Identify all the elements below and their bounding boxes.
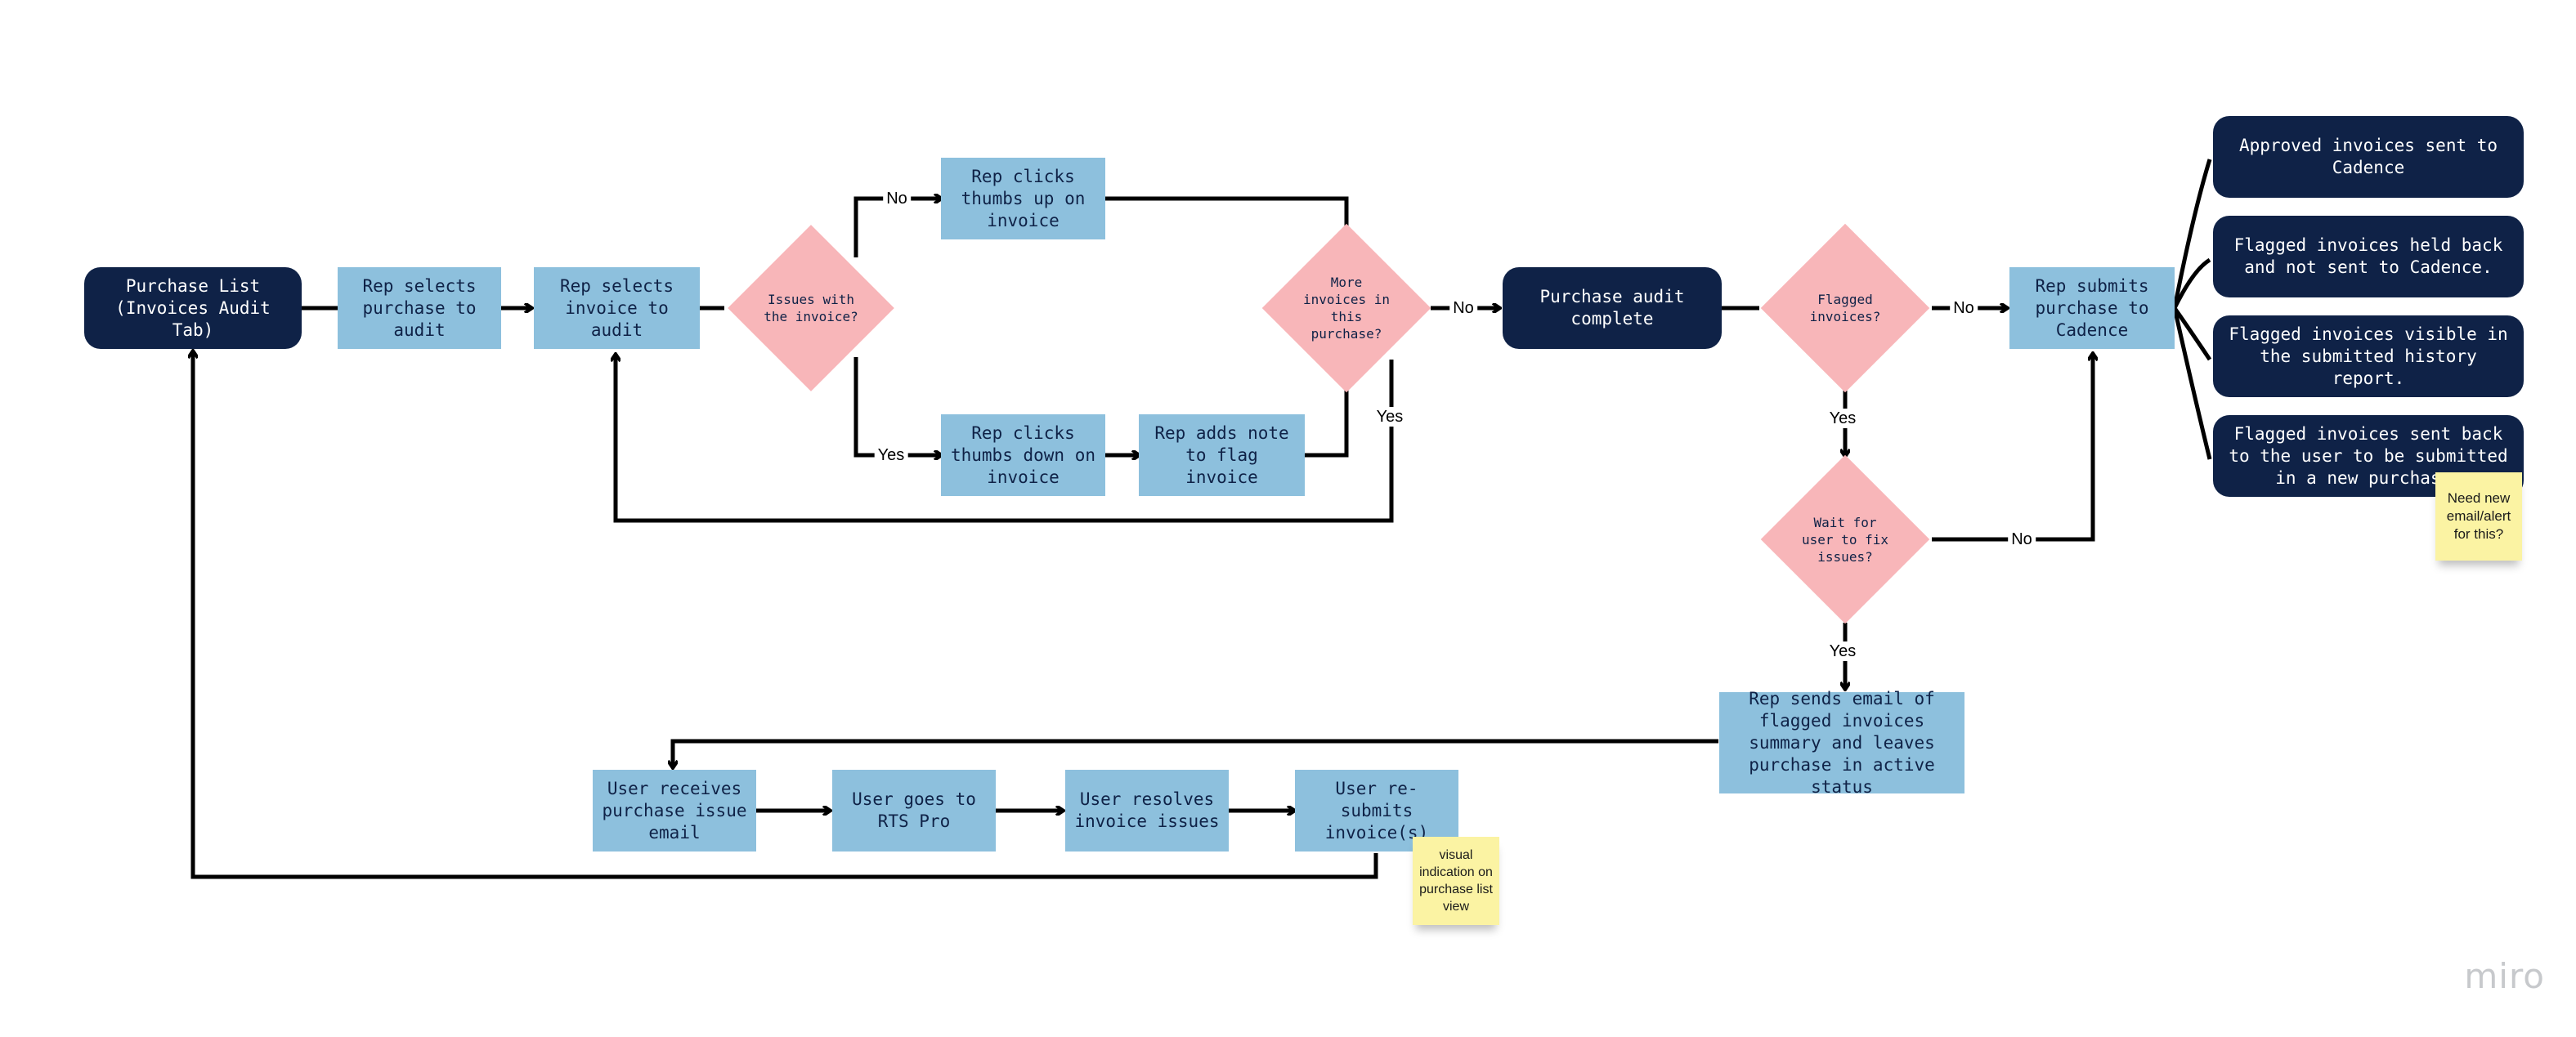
node-submit-purchase-text: Rep submits purchase to Cadence <box>2035 275 2149 340</box>
edge-send-email-to-user-receives <box>673 739 1718 767</box>
node-flagged-visible-text: Flagged invoices visible in the submitte… <box>2229 324 2508 388</box>
node-select-purchase[interactable]: Rep selects purchase to audit <box>338 267 501 349</box>
node-user-resolves[interactable]: User resolves invoice issues <box>1065 770 1229 852</box>
node-user-resolves-text: User resolves invoice issues <box>1074 789 1220 831</box>
edge-label-issues-yes: Yes <box>874 445 908 465</box>
node-user-receives[interactable]: User receives purchase issue email <box>593 770 756 852</box>
node-purchase-list-text: Purchase List (Invoices Audit Tab) <box>115 275 271 340</box>
sticky-note-visual-indication[interactable]: visual indication on purchase list view <box>1413 837 1499 925</box>
node-user-receives-text: User receives purchase issue email <box>602 778 747 843</box>
node-flagged-visible[interactable]: Flagged invoices visible in the submitte… <box>2213 315 2524 397</box>
edge-issues-no-to-thumbs-up <box>853 199 941 257</box>
node-submit-purchase[interactable]: Rep submits purchase to Cadence <box>2009 267 2175 349</box>
edge-submit-to-flagged-held <box>2172 257 2211 310</box>
edge-label-flagged-yes: Yes <box>1826 409 1860 428</box>
edge-label-more-no: No <box>1449 298 1477 318</box>
edge-submit-to-flagged-visible <box>2172 306 2212 361</box>
sticky-note-new-email[interactable]: Need new email/alert for this? <box>2435 472 2522 561</box>
edge-label-wait-yes: Yes <box>1826 641 1860 661</box>
edge-resubmits-back-to-purchase-list <box>193 351 1378 879</box>
edge-label-issues-no: No <box>883 189 911 208</box>
node-select-invoice[interactable]: Rep selects invoice to audit <box>534 267 700 349</box>
decision-more-invoices-text: More invoices in this purchase? <box>1303 275 1390 342</box>
edge-submit-to-approved <box>2172 159 2212 309</box>
sticky-note-new-email-text: Need new email/alert for this? <box>2446 490 2511 542</box>
node-flagged-back[interactable]: Flagged invoices sent back to the user t… <box>2213 415 2524 497</box>
node-add-note[interactable]: Rep adds note to flag invoice <box>1139 414 1305 496</box>
node-approved-sent-text: Approved invoices sent to Cadence <box>2238 136 2498 177</box>
node-thumbs-up[interactable]: Rep clicks thumbs up on invoice <box>941 158 1105 239</box>
node-thumbs-up-text: Rep clicks thumbs up on invoice <box>961 166 1086 230</box>
sticky-note-visual-indication-text: visual indication on purchase list view <box>1419 848 1493 914</box>
node-flagged-held[interactable]: Flagged invoices held back and not sent … <box>2213 216 2524 297</box>
edge-add-note-to-more-invoices <box>1305 387 1349 458</box>
node-audit-complete[interactable]: Purchase audit complete <box>1503 267 1722 349</box>
node-thumbs-down[interactable]: Rep clicks thumbs down on invoice <box>941 414 1105 496</box>
decision-more-invoices[interactable]: More invoices in this purchase? <box>1259 223 1434 393</box>
node-approved-sent[interactable]: Approved invoices sent to Cadence <box>2213 116 2524 198</box>
node-select-invoice-text: Rep selects invoice to audit <box>559 275 674 340</box>
edge-more-yes-back-to-select-invoice <box>616 355 1394 523</box>
decision-wait-text: Wait for user to fix issues? <box>1802 514 1888 565</box>
edge-label-flagged-no: No <box>1950 298 1978 318</box>
node-send-email[interactable]: Rep sends email of flagged invoices summ… <box>1719 689 1964 797</box>
decision-issues[interactable]: Issues with the invoice? <box>724 225 898 391</box>
node-user-goes[interactable]: User goes to RTS Pro <box>832 770 996 852</box>
decision-flagged-text: Flagged invoices? <box>1809 292 1881 324</box>
decision-wait[interactable]: Wait for user to fix issues? <box>1758 454 1933 624</box>
node-user-goes-text: User goes to RTS Pro <box>852 789 976 831</box>
edge-label-wait-no: No <box>2008 530 2036 549</box>
miro-logo: miro <box>2464 956 2545 996</box>
edge-submit-to-flagged-back <box>2172 307 2212 460</box>
decision-flagged[interactable]: Flagged invoices? <box>1758 223 1933 393</box>
decision-issues-text: Issues with the invoice? <box>764 292 858 324</box>
node-purchase-list[interactable]: Purchase List (Invoices Audit Tab) <box>84 267 302 349</box>
node-audit-complete-text: Purchase audit complete <box>1539 287 1685 329</box>
edge-thumbs-up-to-more-invoices <box>1105 196 1349 230</box>
node-add-note-text: Rep adds note to flag invoice <box>1154 422 1289 487</box>
node-flagged-back-text: Flagged invoices sent back to the user t… <box>2229 423 2508 488</box>
node-select-purchase-text: Rep selects purchase to audit <box>362 275 477 340</box>
edge-wait-no-to-submit <box>1932 354 2093 542</box>
node-flagged-held-text: Flagged invoices held back and not sent … <box>2233 235 2503 277</box>
edge-issues-yes-to-thumbs-down <box>853 357 941 455</box>
node-user-resubmits-text: User re-submits invoice(s) <box>1324 778 1429 843</box>
node-thumbs-down-text: Rep clicks thumbs down on invoice <box>950 422 1095 487</box>
node-send-email-text: Rep sends email of flagged invoices summ… <box>1749 688 1935 797</box>
edge-label-more-yes: Yes <box>1373 407 1407 427</box>
